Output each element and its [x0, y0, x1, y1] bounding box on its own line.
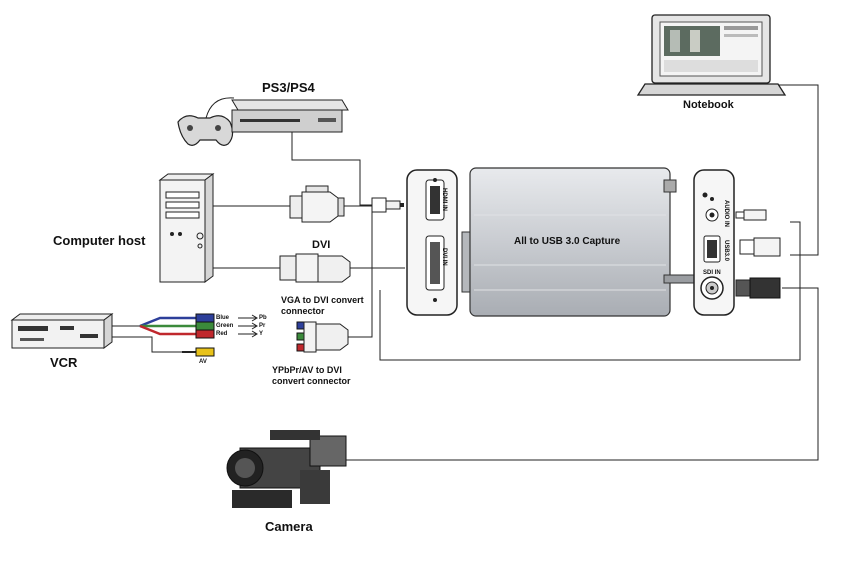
- usb-port-label: USB3.0: [723, 240, 729, 262]
- capture-device-label: All to USB 3.0 Capture: [514, 236, 621, 247]
- dvi-adapter-cable: [344, 205, 373, 268]
- green-cable-label: Green: [216, 323, 234, 329]
- computer-host-label: Computer host: [53, 233, 146, 248]
- ps-to-hdmi-cable: [291, 130, 372, 206]
- camera-cable: [345, 287, 819, 461]
- ypbpr-adapter-label: YPbPr/AV to DVI convert connector: [272, 365, 351, 387]
- red-cable-label: Red: [216, 331, 228, 337]
- usb-return-cable: [379, 221, 801, 361]
- connection-lines: [110, 84, 819, 461]
- ypbpr-adapter-illustration: [296, 321, 349, 353]
- dvi-adapter-illustration: [289, 185, 345, 223]
- capture-right-panel: [693, 169, 735, 316]
- vcr-label: VCR: [50, 355, 78, 370]
- notebook-audio-cable: [745, 84, 819, 256]
- y-label: Y: [259, 331, 264, 337]
- vga-dvi-adapter-illustration: [279, 253, 351, 283]
- hdmi-plug: [371, 197, 404, 213]
- vcr-av-cable: [110, 336, 182, 353]
- hdmi-port-label: HDMI IN: [441, 188, 447, 211]
- component-plugs: [139, 313, 258, 357]
- ypbpr-adapter-cable: [348, 268, 373, 338]
- ps-console-illustration: [177, 97, 349, 146]
- vga-adapter-label-line1: VGA to DVI convert: [281, 295, 364, 305]
- dvi-port-label: DVI IN: [441, 248, 447, 266]
- sdi-port-label: SDI IN: [703, 270, 721, 276]
- vga-adapter-label: VGA to DVI convert connector: [281, 295, 364, 317]
- notebook-label: Notebook: [683, 99, 734, 111]
- ps-label: PS3/PS4: [262, 80, 315, 95]
- camera-illustration: [226, 430, 347, 508]
- notebook-illustration: [636, 14, 787, 96]
- pr-label: Pr: [259, 323, 266, 329]
- blue-cable-label: Blue: [216, 315, 230, 321]
- av-label: AV: [199, 359, 207, 365]
- vcr-illustration: [10, 313, 114, 349]
- capture-left-panel: [406, 169, 458, 316]
- dvi-label: DVI: [312, 239, 331, 251]
- ypbpr-adapter-label-line1: YPbPr/AV to DVI: [272, 365, 342, 375]
- camera-label: Camera: [265, 519, 313, 534]
- right-plugs: [735, 209, 781, 299]
- audio-port-label: AUDIO IN: [723, 200, 729, 227]
- computer-tower-illustration: [158, 173, 215, 283]
- capture-device-body: [461, 167, 695, 317]
- vga-adapter-label-line2: connector: [281, 306, 325, 316]
- ypbpr-adapter-label-line2: convert connector: [272, 376, 351, 386]
- pb-label: Pb: [259, 315, 267, 321]
